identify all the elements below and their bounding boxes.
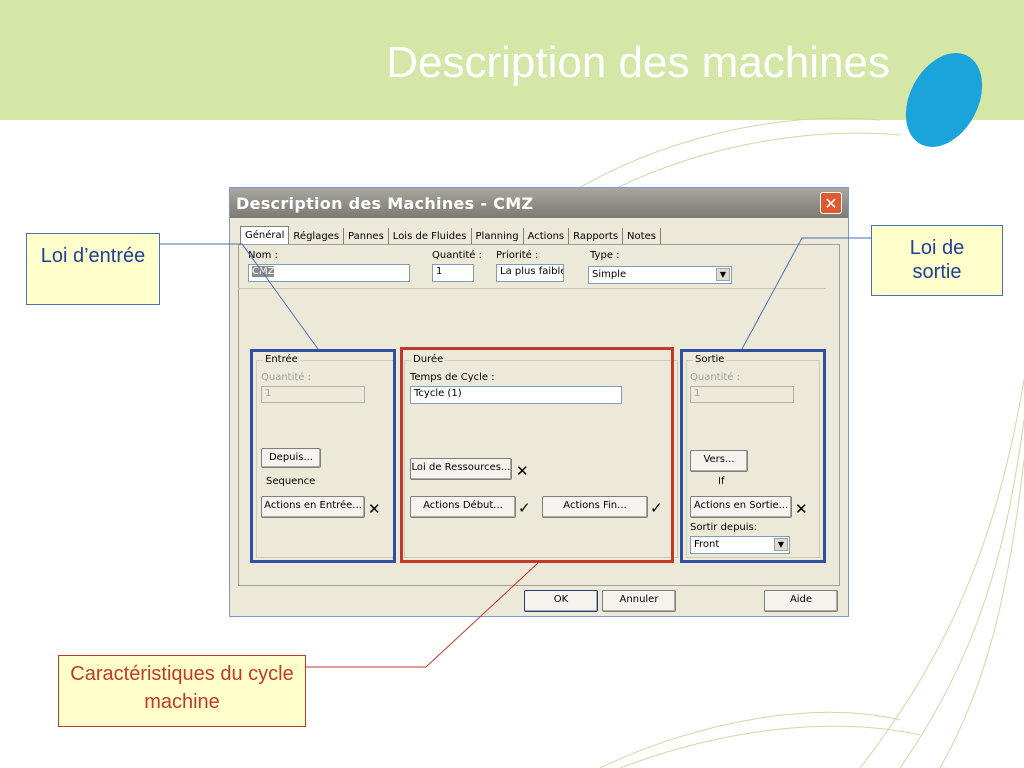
- entree-highlight: [250, 349, 396, 563]
- sortie-quantite-label: Quantité :: [690, 372, 740, 383]
- tab-general[interactable]: Général: [240, 226, 290, 246]
- cross-mark-icon: ✕: [516, 462, 529, 480]
- cross-mark-icon: ✕: [795, 500, 808, 518]
- entree-quantite-label: Quantité :: [261, 372, 311, 383]
- sortie-quantite-input[interactable]: 1: [690, 386, 794, 403]
- if-text: If: [718, 476, 725, 487]
- actions-sortie-button[interactable]: Actions en Sortie...: [690, 496, 792, 518]
- nom-value: CMZ: [252, 266, 275, 277]
- priorite-input[interactable]: La plus faible: [496, 264, 564, 282]
- ok-button[interactable]: OK: [524, 590, 598, 612]
- actions-entree-button[interactable]: Actions en Entrée...: [261, 496, 365, 518]
- sortir-depuis-value: Front: [694, 539, 720, 550]
- type-label: Type :: [590, 250, 620, 261]
- check-mark-icon: ✓: [518, 499, 531, 517]
- sequence-text: Sequence: [266, 476, 316, 487]
- entree-quantite-input[interactable]: 1: [261, 386, 365, 403]
- aide-button[interactable]: Aide: [764, 590, 838, 612]
- close-icon[interactable]: ✕: [820, 192, 842, 214]
- loi-de-ressources-button[interactable]: Loi de Ressources...: [410, 458, 512, 480]
- dialog-title: Description des Machines - CMZ: [236, 194, 534, 213]
- annuler-button[interactable]: Annuler: [602, 590, 676, 612]
- panel-separator: [238, 288, 826, 575]
- chevron-down-icon[interactable]: ▼: [716, 268, 730, 281]
- vers-button[interactable]: Vers...: [690, 450, 748, 472]
- cross-mark-icon: ✕: [368, 500, 381, 518]
- duree-group-title: Durée: [411, 354, 446, 365]
- slide-title: Description des machines: [386, 38, 890, 87]
- general-panel: [238, 244, 840, 586]
- type-select[interactable]: Simple ▼: [588, 266, 732, 284]
- callout-loi-entree: Loi d’entrée: [26, 233, 160, 305]
- callout-loi-sortie: Loi de sortie: [871, 225, 1003, 296]
- quantite-label: Quantité :: [432, 250, 482, 261]
- tab-lois-de-fluides[interactable]: Lois de Fluides: [389, 228, 472, 245]
- sortir-depuis-label: Sortir depuis:: [690, 522, 758, 533]
- duree-group: Durée: [404, 354, 678, 558]
- tab-rapports[interactable]: Rapports: [569, 228, 624, 245]
- sortie-highlight: [680, 349, 826, 563]
- tab-strip: Général Réglages Pannes Lois de Fluides …: [240, 226, 661, 246]
- sortie-group-title: Sortie: [693, 354, 727, 365]
- nom-label: Nom :: [248, 250, 278, 261]
- check-mark-icon: ✓: [650, 499, 663, 517]
- tab-actions[interactable]: Actions: [524, 228, 570, 245]
- nom-input[interactable]: CMZ: [248, 264, 410, 282]
- sortie-group: Sortie: [686, 354, 820, 558]
- type-value: Simple: [592, 269, 627, 280]
- temps-de-cycle-input[interactable]: Tcycle (1): [410, 386, 622, 404]
- tab-planning[interactable]: Planning: [472, 228, 524, 245]
- tab-pannes[interactable]: Pannes: [344, 228, 389, 245]
- duree-highlight: [400, 347, 674, 563]
- priorite-label: Priorité :: [496, 250, 539, 261]
- depuis-button[interactable]: Depuis...: [261, 448, 321, 468]
- dialog-titlebar[interactable]: Description des Machines - CMZ ✕: [230, 188, 848, 218]
- machine-dialog: Description des Machines - CMZ ✕ Général…: [230, 188, 848, 616]
- chevron-down-icon[interactable]: ▼: [774, 538, 788, 551]
- sortir-depuis-select[interactable]: Front ▼: [690, 536, 790, 554]
- temps-de-cycle-label: Temps de Cycle :: [410, 372, 495, 383]
- actions-debut-button[interactable]: Actions Début...: [410, 496, 516, 518]
- callout-caracteristiques-cycle: Caractéristiques du cycle machine: [58, 655, 306, 727]
- tab-reglages[interactable]: Réglages: [289, 228, 345, 245]
- entree-group-title: Entrée: [263, 354, 300, 365]
- quantite-input[interactable]: 1: [432, 264, 474, 282]
- tab-notes[interactable]: Notes: [623, 228, 661, 245]
- actions-fin-button[interactable]: Actions Fin...: [542, 496, 648, 518]
- header-band: [0, 0, 1024, 120]
